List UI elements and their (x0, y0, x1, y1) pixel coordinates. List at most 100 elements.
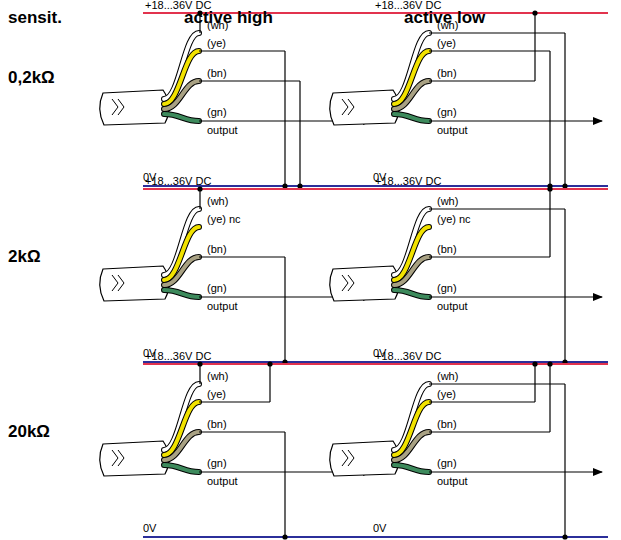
junction-dot (532, 10, 537, 15)
connection-wire (199, 431, 285, 432)
cable-marking (112, 275, 124, 291)
wire-insulation (164, 384, 199, 450)
wire-color-label: (wh) (437, 370, 458, 383)
column-header: sensit. (8, 8, 62, 28)
junction-dot (282, 534, 287, 539)
supply-label: +18...36V DC (375, 0, 441, 12)
connection-wire (549, 51, 550, 186)
wire-color-label: (wh) (207, 19, 228, 32)
connection-wire (199, 401, 270, 402)
connection-wire (534, 13, 535, 81)
wire-color-label: (wh) (207, 370, 228, 383)
signal-name: output (437, 475, 468, 488)
wire-outline (164, 432, 199, 460)
wire-outline (394, 209, 429, 275)
connection-wire (564, 384, 565, 537)
cable-sheath (100, 90, 169, 125)
supply-label: +18...36V DC (145, 0, 211, 12)
wire-color-label: (bn) (437, 243, 457, 256)
output-arrow (429, 296, 602, 297)
wire-insulation (164, 257, 199, 285)
supply-label: +18...36V DC (375, 175, 441, 188)
wire-color-label: (wh) (207, 195, 228, 208)
wire-insulation (164, 209, 199, 275)
cable-marking (112, 99, 124, 115)
wire-color-label: (ye) (437, 37, 456, 50)
cable-marking (112, 450, 124, 466)
wire-color-label: (gn) (437, 282, 457, 295)
connection-wire (429, 50, 550, 51)
wire-outline (394, 81, 429, 109)
connection-wire (534, 364, 535, 402)
wire-insulation (394, 209, 429, 275)
connection-wire (549, 364, 550, 432)
wire-color-label: (wh) (437, 19, 458, 32)
connection-wire (199, 80, 300, 81)
wire-insulation (394, 290, 429, 297)
wire-outline (394, 114, 429, 121)
cable-marking (342, 275, 354, 291)
wire-outline (164, 33, 199, 99)
cable-sheath (100, 441, 169, 476)
signal-name: output (207, 300, 238, 313)
connection-wire (284, 432, 285, 537)
ground-rail (373, 536, 608, 538)
sensitivity-label: 2kΩ (8, 247, 41, 267)
output-arrow (429, 471, 602, 472)
sensitivity-label: 0,2kΩ (8, 68, 55, 88)
wire-outline (164, 81, 199, 109)
supply-label: +18...36V DC (145, 175, 211, 188)
connection-wire (429, 256, 550, 257)
connection-wire (564, 209, 565, 362)
wire-insulation (394, 384, 429, 450)
wire-color-label: (ye) (207, 37, 226, 50)
connection-wire (299, 81, 300, 186)
supply-rail (143, 363, 378, 365)
wire-color-label: (gn) (437, 106, 457, 119)
connection-wire (429, 383, 565, 384)
wire-insulation (394, 465, 429, 472)
supply-label: +18...36V DC (145, 350, 211, 363)
connection-wire (199, 256, 285, 257)
wire-color-label: (bn) (207, 243, 227, 256)
signal-name: output (437, 300, 468, 313)
wire-color-label: (ye) (207, 388, 226, 401)
sensitivity-label: 20kΩ (8, 422, 50, 442)
wire-color-label: (gn) (207, 282, 227, 295)
ground-label: 0V (373, 522, 386, 535)
junction-dot (282, 183, 287, 188)
wire-insulation (164, 81, 199, 109)
wire-insulation (164, 114, 199, 121)
ground-label: 0V (143, 522, 156, 535)
connection-wire (564, 33, 565, 186)
wire-outline (164, 114, 199, 121)
wire-outline (164, 257, 199, 285)
supply-rail (373, 188, 608, 190)
supply-rail (373, 363, 608, 365)
wire-insulation (394, 33, 429, 99)
ground-rail (143, 536, 378, 538)
connection-wire (429, 401, 535, 402)
wire-outline (164, 290, 199, 297)
connection-wire (429, 80, 535, 81)
junction-dot (547, 186, 552, 191)
connection-wire (199, 189, 200, 209)
wire-insulation (164, 290, 199, 297)
wire-color-label: (bn) (207, 418, 227, 431)
junction-dot (562, 534, 567, 539)
connection-wire (269, 364, 270, 402)
signal-name: output (437, 124, 468, 137)
wire-color-label: (gn) (207, 457, 227, 470)
wire-outline (164, 384, 199, 450)
wire-color-label: (bn) (437, 418, 457, 431)
wire-color-label: (bn) (207, 67, 227, 80)
junction-dot (297, 183, 302, 188)
wire-outline (394, 290, 429, 297)
wire-color-label: (gn) (207, 106, 227, 119)
junction-dot (532, 361, 537, 366)
wire-outline (164, 209, 199, 275)
connection-wire (549, 189, 550, 257)
wire-outline (394, 465, 429, 472)
wire-outline (394, 432, 429, 460)
